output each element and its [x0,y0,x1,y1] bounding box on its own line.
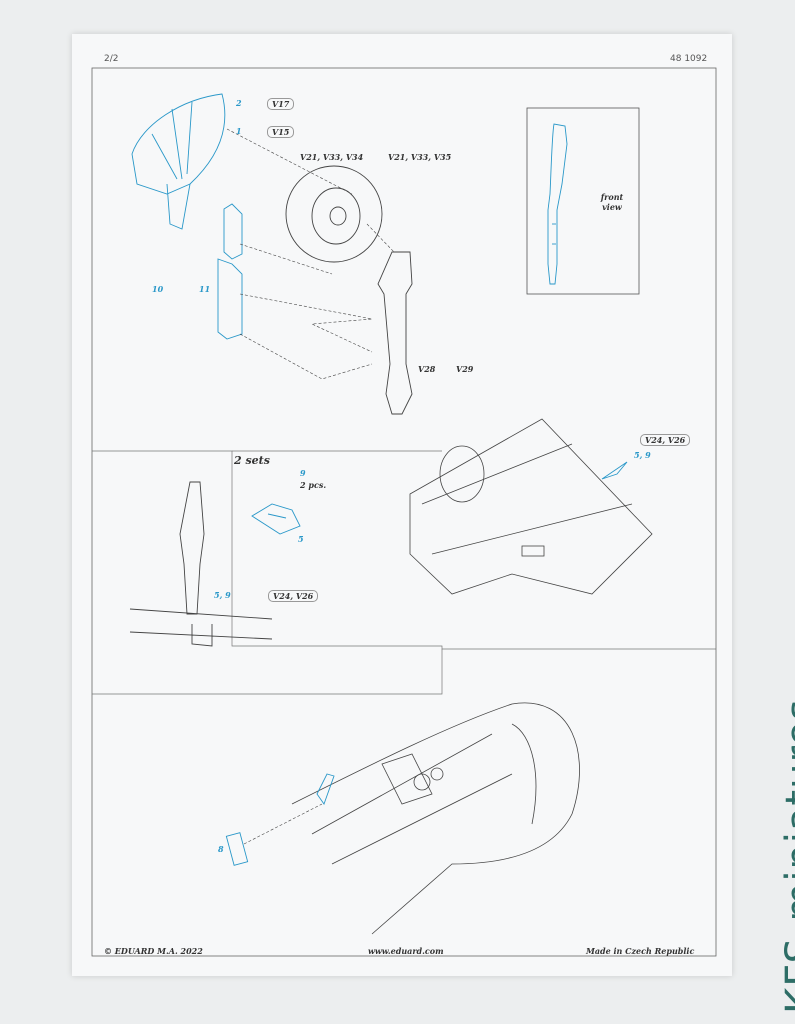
label-v15-num: 1 [236,126,242,136]
wing-label-v: V24, V26 [640,434,691,446]
bracket-num-left: 10 [152,284,164,294]
sets-label: 2 sets [234,454,270,467]
page-number: 2/2 [104,54,119,64]
wheel-label-right: V21, V33, V35 [388,152,452,162]
wing-drawing [409,418,653,595]
label-v17-num: 2 [236,98,242,108]
pieces-label: 2 pcs. [300,480,327,490]
strut-label-left: V28 [418,364,436,374]
gear-door-part [131,93,226,230]
part-8-label: 8 [218,844,224,854]
gear-detail-drawing [129,481,273,647]
bracket-part [217,203,243,340]
front-view-label: front view [600,192,624,212]
watermark-text: KFS-miniatures [778,698,795,1014]
website: www.eduard.com [368,946,444,956]
wheel-label-left: V21, V33, V34 [300,152,364,162]
label-v15: V15 [267,126,295,138]
instruction-sheet: 2/2 48 1092 2 V17 1 V15 V21, V33, V34 V2… [72,34,732,976]
part-8 [225,832,249,866]
section-divider-mid [92,450,716,650]
part-5-label: 5 [298,534,304,544]
part-5-bracket [251,503,301,535]
sheet-drawing [91,67,717,957]
copyright: © EDUARD M.A. 2022 [104,946,203,956]
cockpit-drawing [291,702,580,935]
part-9-label: 9 [300,468,306,478]
label-v17: V17 [267,98,295,110]
bracket-num-right: 11 [199,284,211,294]
page-frame [91,67,717,957]
strut-label-right: V29 [456,364,474,374]
gear-label-nums: 5, 9 [214,590,231,600]
section-divider-lower [92,649,443,695]
strut-drawing [377,251,413,415]
watermark: KFS-miniatures [730,668,795,1018]
front-view-strut [547,123,568,285]
wing-label-nums: 5, 9 [634,450,651,460]
gear-label-v: V24, V26 [268,590,319,602]
made-in: Made in Czech Republic [586,946,695,956]
product-code: 48 1092 [670,54,708,64]
front-view-box [526,107,640,295]
wheel-drawing [285,165,383,263]
